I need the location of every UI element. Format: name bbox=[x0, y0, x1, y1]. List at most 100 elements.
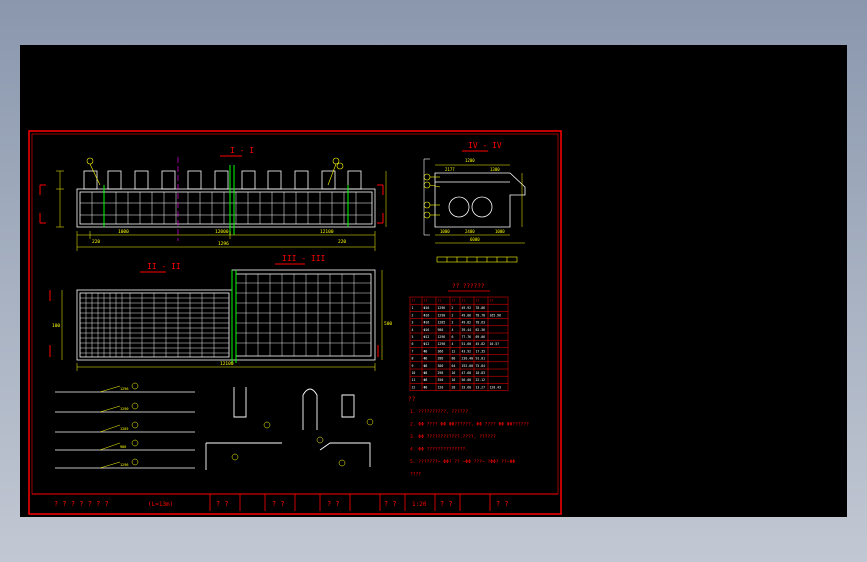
cad-model-viewport[interactable]: I - I bbox=[20, 45, 847, 517]
section-dim-bottom-left: 1000 bbox=[440, 229, 450, 234]
section-dim-bottom-mid: 2400 bbox=[465, 229, 475, 234]
rebar-table-cell: 62.36 bbox=[476, 328, 486, 332]
rebar-table-cell: 7 bbox=[412, 349, 414, 353]
rebar-table-cell: 120 bbox=[438, 385, 444, 389]
elevation-dim-left: 1000 bbox=[118, 229, 129, 235]
section-dim-total: 6000 bbox=[470, 237, 480, 242]
elevation-view: I - I bbox=[39, 146, 387, 251]
notes-item: 1. ??????????, ?????? bbox=[410, 409, 468, 415]
detail-length-2: 1290 bbox=[120, 407, 128, 411]
rebar-table-cell: Φ8 bbox=[424, 371, 428, 375]
rebar-table-cell: 12 bbox=[412, 385, 416, 389]
title-block-c6: ? ? bbox=[496, 500, 509, 508]
notes-item: 5. ???????~ ΦΦ? ?? ~ΦΦ ???~ ?ΦΦ? ??~ΦΦ bbox=[410, 459, 515, 465]
rebar-table-cell: 8 bbox=[412, 357, 414, 361]
rebar-table-cell: Φ8 bbox=[424, 357, 428, 361]
rebar-table-cell: 33.60 bbox=[462, 385, 472, 389]
elevation-dim-right: 12100 bbox=[320, 229, 334, 235]
rebar-table-cell: 986 bbox=[438, 328, 444, 332]
plan-dim-height-left: 100 bbox=[52, 323, 60, 329]
rebar-table-cell: 16 bbox=[452, 378, 456, 382]
rebar-table-cell: 49.82 bbox=[462, 321, 472, 325]
notes-block: ?? 1. ??????????, ?????? 2. ΦΦ ???? ΦΦ ΦΦ… bbox=[408, 396, 529, 478]
section-dim-left: 2177 bbox=[445, 167, 455, 172]
half-plan-title: III - III bbox=[282, 254, 326, 263]
notes-item: 2. ΦΦ ???? ΦΦ ΦΦ??????, ΦΦ ???? ΦΦ ΦΦ???… bbox=[410, 422, 529, 428]
rebar-table-cell: 298 bbox=[438, 371, 444, 375]
rebar-table-cell: 1290 bbox=[438, 313, 446, 317]
title-block-c1: ? ? bbox=[216, 500, 229, 508]
section-dim-width: 1200 bbox=[465, 158, 475, 163]
rebar-table-cell: 91.01 bbox=[476, 357, 486, 361]
rebar-table-cell: 4 bbox=[452, 328, 454, 332]
rebar-table-cell: 1285 bbox=[438, 321, 446, 325]
rebar-table-title: ?? ?????? bbox=[452, 283, 485, 290]
cross-section-view: IV - IV 1200 2177 1300 1000 2400 1000 60… bbox=[423, 141, 526, 263]
rebar-table-cell: 22.12 bbox=[476, 378, 486, 382]
rebar-table-cell: 6 bbox=[452, 335, 454, 339]
rebar-table-cell: 2 bbox=[452, 313, 454, 317]
rebar-table-cell: 2 bbox=[452, 321, 454, 325]
rebar-table-cell: 49.92 bbox=[462, 306, 472, 310]
detail-length-4: 986 bbox=[120, 445, 126, 449]
rebar-table-cell: 5 bbox=[412, 335, 414, 339]
rebar-table-cell: 4 bbox=[412, 328, 414, 332]
rebar-table-cell: 1 bbox=[412, 306, 414, 310]
rebar-table-cell: 300 bbox=[438, 364, 444, 368]
rebar-table-cell: 192.00 bbox=[462, 364, 474, 368]
rebar-table-cell: Φ8 bbox=[424, 385, 428, 389]
rebar-table-cell: 165.96 bbox=[490, 313, 502, 317]
rebar-details: 1296 1290 1285 986 1296 bbox=[55, 382, 374, 470]
rebar-table-cell: Φ8 bbox=[424, 364, 428, 368]
rebar-table-cell: 10.5? bbox=[490, 342, 500, 346]
notes-item: 4. ΦΦ ??????????????. bbox=[410, 447, 468, 453]
rebar-table-cell: 230.40 bbox=[462, 357, 474, 361]
rebar-table-cell: 288 bbox=[438, 357, 444, 361]
rebar-table-cell: 49.86 bbox=[462, 313, 472, 317]
rebar-table-cell: Φ8 bbox=[424, 349, 428, 353]
rebar-table-cell: 11 bbox=[412, 378, 416, 382]
cad-drawing-sheet: I - I bbox=[28, 130, 562, 515]
rebar-table-cell: 4 bbox=[452, 342, 454, 346]
title-block-c5: ? ? bbox=[440, 500, 453, 508]
section-dim-right: 1300 bbox=[490, 167, 500, 172]
rebar-table-header-cell: ?? bbox=[412, 299, 416, 303]
rebar-table-cell: 350 bbox=[438, 378, 444, 382]
detail-length-1: 1296 bbox=[120, 387, 128, 391]
rebar-table-cell: Φ16 bbox=[424, 313, 430, 317]
rebar-table-cell: 16 bbox=[452, 371, 456, 375]
notes-item: ???? bbox=[410, 472, 421, 478]
rebar-table-cell: 78.63 bbox=[476, 321, 486, 325]
plan-view: II - II III - III bbox=[49, 254, 392, 371]
rebar-table-cell: 17.35 bbox=[476, 349, 486, 353]
notes-heading: ?? bbox=[408, 396, 416, 403]
rebar-table-header-cell: ?? bbox=[462, 299, 466, 303]
rebar-table-cell: Φ16 bbox=[424, 306, 430, 310]
elevation-dim-b: 220 bbox=[338, 239, 346, 245]
rebar-table-cell: 80 bbox=[452, 357, 456, 361]
title-block-scale: 1:20 bbox=[412, 501, 427, 508]
title-block: ? ? ? ? ? ? ? (L=13m) ? ? ? ? ? ? ? ? 1:… bbox=[32, 493, 558, 511]
plan-dim-height: 500 bbox=[384, 321, 392, 327]
rebar-table-cell: 78.86 bbox=[476, 306, 486, 310]
notes-item: 3. ΦΦ ????????????.????, ?????? bbox=[410, 434, 496, 440]
title-block-span: (L=13m) bbox=[148, 501, 173, 508]
rebar-table-cell: 1296 bbox=[438, 306, 446, 310]
rebar-table-cell: 10 bbox=[412, 371, 416, 375]
rebar-table-cell: 2 bbox=[412, 313, 414, 317]
rebar-table-header-cell: ?? bbox=[476, 299, 480, 303]
rebar-table-cell: Φ12 bbox=[424, 335, 430, 339]
elevation-dim-total: 1296 bbox=[218, 241, 229, 247]
rebar-table-cell: 75.84 bbox=[476, 364, 486, 368]
rebar-table-cell: 128.43 bbox=[490, 385, 502, 389]
rebar-table-cell: 28 bbox=[452, 385, 456, 389]
rebar-table-cell: 13.27 bbox=[476, 385, 486, 389]
rebar-table-cell: Φ16 bbox=[424, 321, 430, 325]
rebar-table-cell: 18.83 bbox=[476, 371, 486, 375]
plan-title: II - II bbox=[147, 262, 181, 271]
rebar-table-cell: 77.76 bbox=[462, 335, 472, 339]
rebar-table-cell: 51.60 bbox=[462, 342, 472, 346]
title-block-c3: ? ? bbox=[327, 500, 340, 508]
rebar-table-header-cell: ?? bbox=[438, 299, 442, 303]
